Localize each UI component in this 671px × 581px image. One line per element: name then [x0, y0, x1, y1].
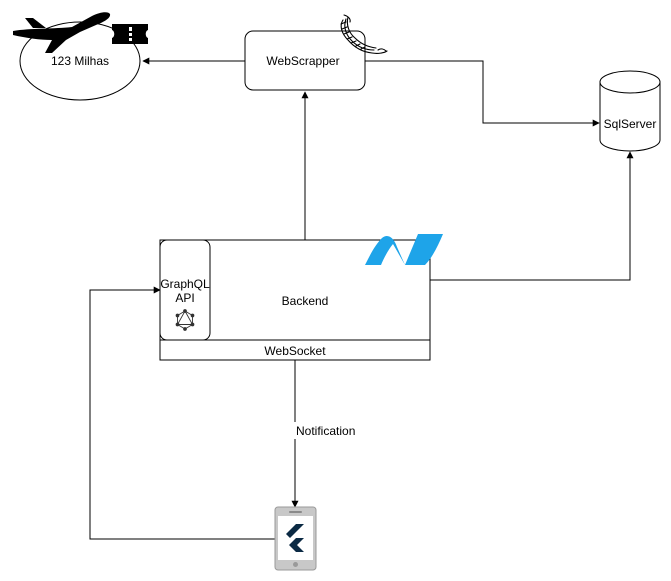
- sqlserver-top: [599, 70, 661, 94]
- graphql-label-line1: GraphQL: [160, 277, 210, 291]
- node-graphql-api[interactable]: GraphQL API: [159, 239, 211, 341]
- dotnet-logo-icon: [365, 234, 443, 265]
- phone-speaker: [289, 511, 302, 513]
- websocket-label: WebSocket: [264, 344, 326, 358]
- node-123-milhas[interactable]: 123 Milhas: [13, 12, 148, 101]
- edge-backend-to-sqlserver: [430, 151, 634, 281]
- sqlserver-label: SqlServer: [604, 117, 657, 131]
- milhas-ellipse: [19, 21, 141, 101]
- webscrapper-box: [244, 30, 366, 91]
- sqlserver-body: [599, 82, 661, 152]
- notification-label: Notification: [296, 424, 355, 438]
- graphql-label-line2: API: [175, 291, 194, 305]
- ticket-icon: [112, 24, 148, 44]
- phone-screen: [278, 516, 313, 560]
- edge-webscrapper-to-sqlserver: [365, 60, 600, 127]
- flutter-logo-icon: [286, 524, 304, 552]
- node-sqlserver[interactable]: SqlServer: [599, 70, 661, 152]
- flutter-phone-icon[interactable]: [274, 506, 317, 571]
- webscrapper-label: WebScrapper: [266, 54, 339, 68]
- websocket-box: [159, 339, 431, 361]
- notification-label-bg: [293, 422, 357, 439]
- milhas-label: 123 Milhas: [51, 54, 109, 68]
- node-webscrapper[interactable]: WebScrapper: [244, 14, 388, 91]
- backend-label: Backend: [282, 294, 329, 308]
- python-logo-icon: [340, 14, 388, 54]
- edge-app-to-graphql: [89, 286, 275, 540]
- graphql-logo-icon: [175, 309, 195, 331]
- airplane-icon: [13, 12, 111, 53]
- node-websocket[interactable]: WebSocket: [159, 339, 431, 361]
- phone-home-button: [293, 562, 298, 567]
